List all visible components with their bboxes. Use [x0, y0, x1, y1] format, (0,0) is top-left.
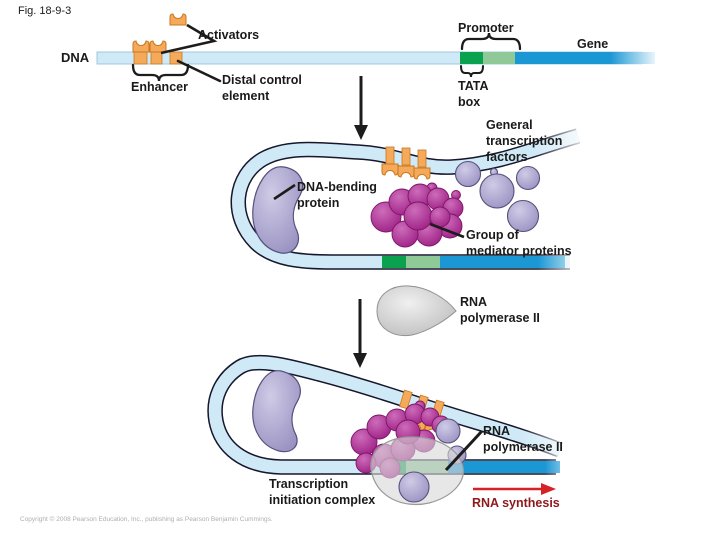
dna-label: DNA — [61, 50, 90, 65]
arrow-down-icon — [354, 125, 368, 140]
bent-dna-loop-bottom — [207, 354, 585, 478]
activator-icon — [149, 40, 167, 53]
enhancer-brace — [131, 63, 190, 82]
promoter-brace — [460, 32, 522, 51]
rna-synthesis-label: RNA synthesis — [472, 496, 560, 510]
activator-icon — [132, 40, 150, 53]
activator-icon — [169, 13, 187, 26]
proximal-orange-element — [150, 51, 163, 65]
mediator-pointer-line — [429, 222, 465, 239]
dna-bending-protein-shape — [252, 166, 304, 254]
activator-icon — [381, 163, 399, 176]
figure-id-label: Fig. 18-9-3 — [18, 5, 72, 17]
top-dna-strand — [96, 49, 660, 67]
rna-polymerase-ii-label: RNA polymerase II — [460, 295, 540, 325]
arrow-right-icon — [541, 483, 556, 495]
rna-polymerase-ii-label-2: RNA polymerase II — [483, 424, 563, 454]
group-of-mediator-proteins-label: Group of mediator proteins — [466, 228, 572, 258]
general-transcription-factors-label: General transcription factors — [486, 118, 563, 164]
bound-activators-middle — [381, 146, 431, 180]
tata-box-brace — [460, 65, 484, 78]
mediator-proteins-cluster — [370, 182, 464, 248]
step-arrow-1 — [354, 76, 368, 140]
rna-polymerase-shape — [376, 285, 457, 337]
enhancer-label: Enhancer — [131, 80, 188, 94]
transcription-initiation-complex-label: Transcription initiation complex — [269, 477, 376, 507]
activators-label: Activators — [198, 28, 260, 42]
activator-icons — [132, 13, 218, 55]
gene-label: Gene — [577, 37, 609, 51]
activator-icon — [397, 165, 415, 178]
distal-element-pointer-line — [176, 59, 222, 83]
dna-bending-protein-shape — [252, 370, 301, 453]
dna-bending-protein-label: DNA-bending protein — [297, 180, 377, 210]
rna-polymerase-pointer-line — [444, 429, 484, 472]
distal-control-element-label: Distal control element — [222, 73, 302, 103]
rna-synthesis-arrow — [473, 483, 556, 495]
proximal-orange-element — [133, 51, 148, 65]
dna-bending-pointer-line — [273, 183, 296, 201]
braces — [131, 32, 522, 83]
copyright-label: Copyright © 2008 Pearson Education, Inc.… — [20, 516, 273, 523]
promoter-segment — [483, 52, 515, 64]
activators-pointer-line — [160, 23, 218, 55]
general-transcription-factors-shapes — [454, 160, 541, 233]
bent-dna-loop-middle — [230, 116, 591, 274]
tata-box-segment — [460, 52, 483, 64]
arrow-down-icon — [353, 353, 367, 368]
step-arrow-2 — [353, 299, 367, 368]
promoter-label: Promoter — [458, 21, 514, 35]
tata-box-label: TATA box — [458, 79, 489, 109]
activator-icon — [413, 167, 431, 180]
rna-polymerase-shape — [370, 436, 464, 506]
